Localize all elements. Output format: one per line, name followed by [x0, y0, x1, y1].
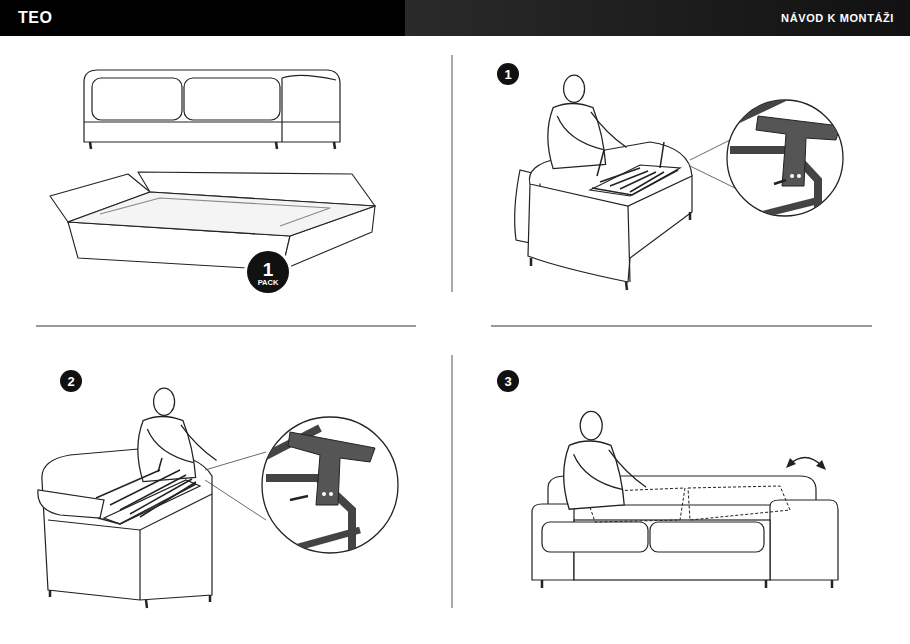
step-number: 2 — [60, 370, 82, 392]
node-text: 3 — [504, 375, 511, 388]
node-text: 1 — [263, 260, 274, 279]
node-text: NÁVOD K MONTÁŽI — [781, 13, 894, 24]
pack-badge: 1PACK — [247, 251, 289, 293]
node-text: 2 — [67, 375, 74, 388]
step-number: 1 — [497, 63, 519, 85]
node-text: 1 — [504, 68, 511, 81]
node-text: TEO — [18, 10, 52, 26]
header-band: NÁVOD K MONTÁŽI — [405, 0, 910, 36]
header-band: TEO — [0, 0, 405, 36]
step-number: 3 — [497, 370, 519, 392]
node-subtext: PACK — [258, 279, 279, 287]
